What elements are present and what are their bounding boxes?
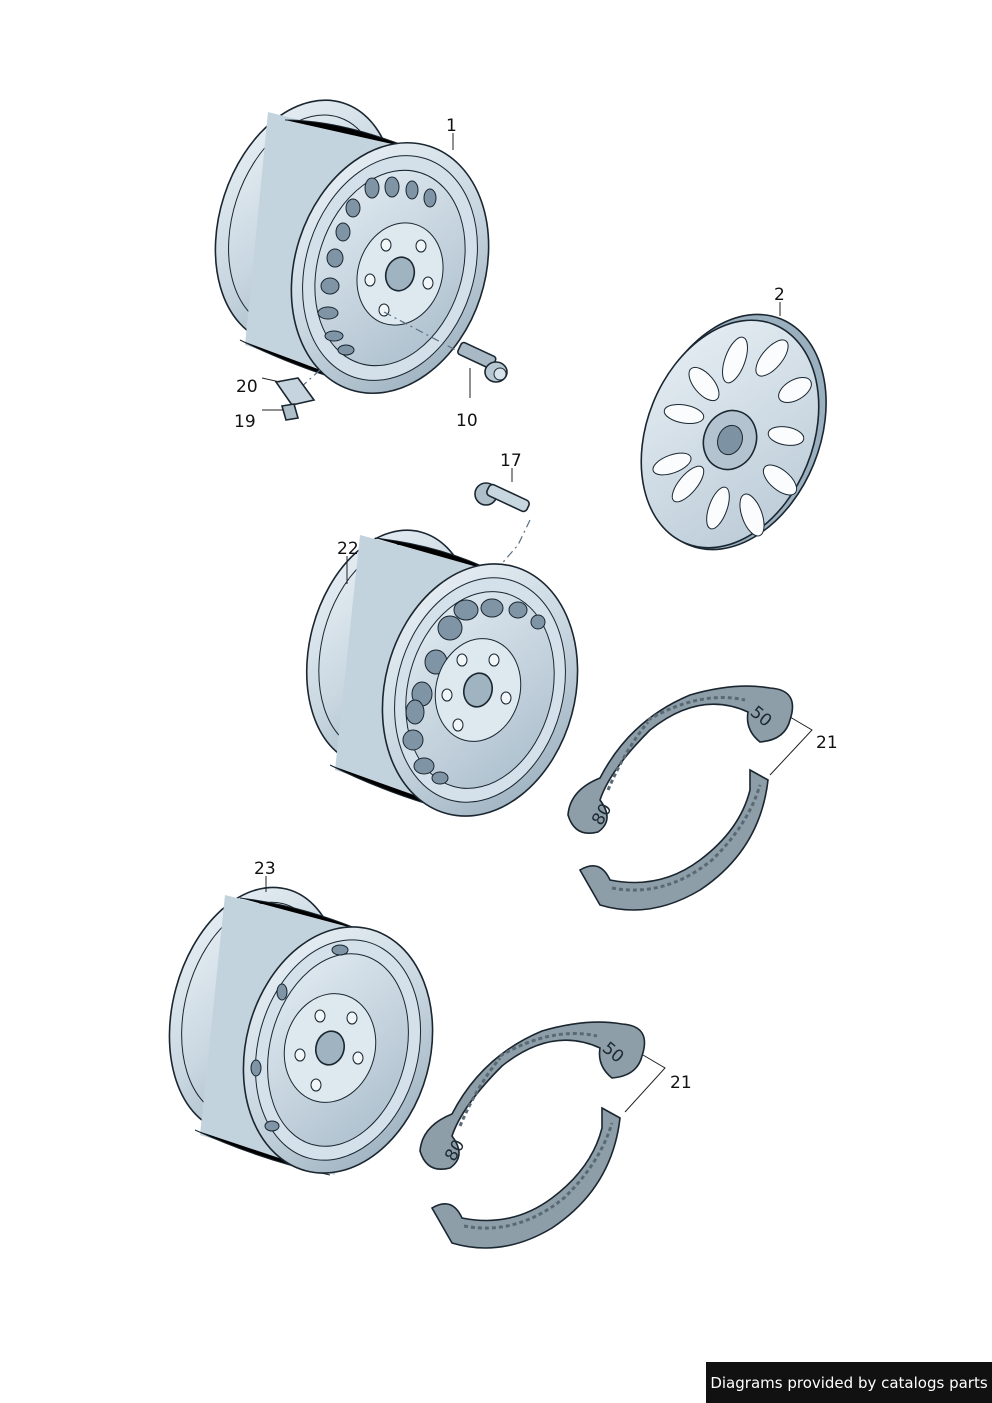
spacer-ring-21-upper: 50 80 bbox=[567, 685, 794, 911]
callout-17: 17 bbox=[500, 451, 522, 471]
steel-wheel-1 bbox=[214, 99, 490, 395]
hub-cap-2 bbox=[640, 313, 827, 551]
callout-23: 23 bbox=[254, 859, 276, 879]
spacer-ring-21-lower: 50 80 bbox=[419, 1021, 646, 1249]
callout-10: 10 bbox=[456, 411, 478, 431]
wheel-1-bolt-holes bbox=[364, 238, 434, 317]
catalog-credit-badge: Diagrams provided by catalogs parts bbox=[706, 1362, 992, 1403]
wheel-bolt-10 bbox=[383, 311, 508, 383]
wheel-23-vent-slots bbox=[250, 944, 349, 1132]
leader-lines bbox=[261, 133, 813, 1113]
wheel-22-vent-holes bbox=[402, 598, 546, 785]
hub-cap-2-slots bbox=[652, 336, 812, 537]
balance-weight-20 bbox=[274, 369, 321, 406]
callout-21-lower: 21 bbox=[670, 1073, 692, 1093]
callout-20: 20 bbox=[236, 377, 258, 397]
wheel-1-vent-holes bbox=[317, 176, 437, 356]
callout-19: 19 bbox=[234, 412, 256, 432]
callout-2: 2 bbox=[774, 285, 785, 305]
balance-weight-19 bbox=[280, 403, 300, 421]
tire-valve-17 bbox=[474, 482, 531, 569]
callout-1: 1 bbox=[446, 116, 457, 136]
steel-wheel-23 bbox=[168, 886, 434, 1176]
callout-22: 22 bbox=[337, 539, 359, 559]
wheel-22-bolt-holes bbox=[441, 653, 512, 732]
catalog-credit-text: Diagrams provided by catalogs parts bbox=[710, 1373, 988, 1392]
callout-21-upper: 21 bbox=[816, 733, 838, 753]
steel-wheel-22 bbox=[305, 529, 579, 817]
wheel-23-bolt-holes bbox=[294, 1009, 364, 1092]
